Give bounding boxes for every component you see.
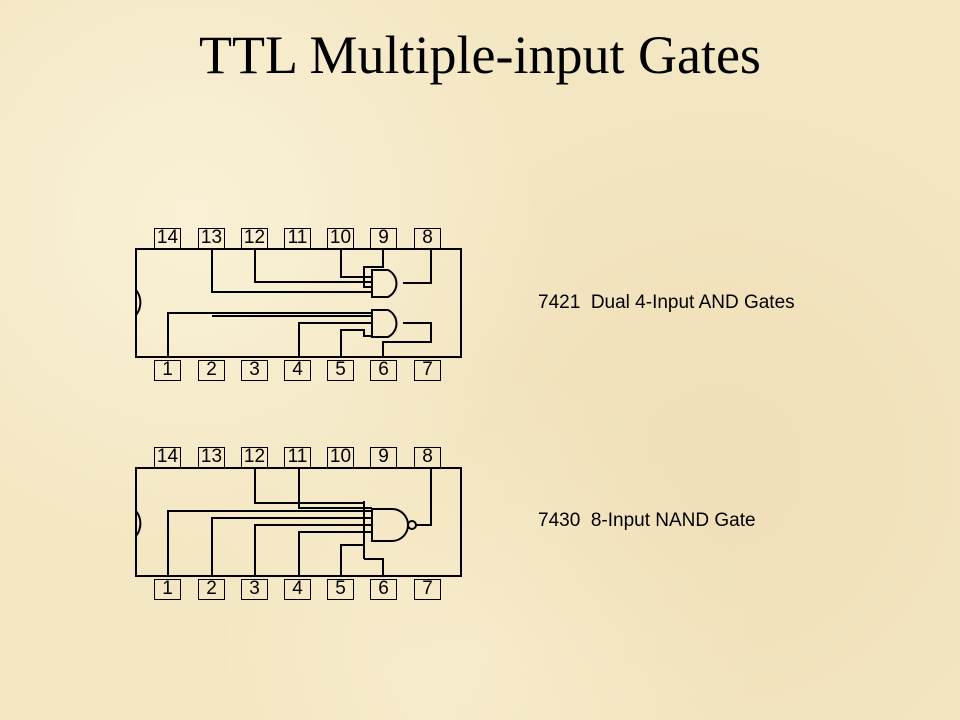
pin-9: 9 — [370, 447, 397, 468]
pin-3: 3 — [241, 579, 268, 600]
pin-4: 4 — [284, 360, 311, 381]
pin-8: 8 — [414, 228, 441, 249]
pin-11: 11 — [284, 228, 311, 249]
pin-5: 5 — [327, 360, 354, 381]
pin-1: 1 — [154, 579, 181, 600]
pin-13: 13 — [198, 447, 225, 468]
pin-7: 7 — [414, 360, 441, 381]
pin-2: 2 — [198, 360, 225, 381]
pin-7: 7 — [414, 579, 441, 600]
pin-14: 14 — [154, 228, 181, 249]
pin-12: 12 — [241, 228, 268, 249]
pin-6: 6 — [370, 360, 397, 381]
pin-12: 12 — [241, 447, 268, 468]
pin-6: 6 — [370, 579, 397, 600]
nand-bubble — [407, 520, 417, 530]
and-gate-lower — [371, 309, 398, 338]
pin-4: 4 — [284, 579, 311, 600]
slide-title: TTL Multiple-input Gates — [199, 25, 761, 85]
pin-14: 14 — [154, 447, 181, 468]
pin-9: 9 — [370, 228, 397, 249]
and-gate-upper — [371, 269, 398, 298]
pin-13: 13 — [198, 228, 225, 249]
pin-10: 10 — [327, 447, 354, 468]
chip-7430-label: 7430 8-Input NAND Gate — [538, 510, 756, 531]
ic-7421-diagram: 14 13 12 11 10 9 8 1 2 3 4 5 6 7 — [126, 222, 466, 387]
pin-10: 10 — [327, 228, 354, 249]
pin-8: 8 — [414, 447, 441, 468]
pin-1: 1 — [154, 360, 181, 381]
nand-gate — [371, 508, 409, 542]
ic-7430-diagram: 14 13 12 11 10 9 8 1 2 3 4 5 6 7 — [126, 441, 466, 606]
chip-7421-label: 7421 Dual 4-Input AND Gates — [538, 292, 795, 313]
pin-5: 5 — [327, 579, 354, 600]
ic-7430-schematic — [135, 467, 462, 577]
pin-11: 11 — [284, 447, 311, 468]
pin-2: 2 — [198, 579, 225, 600]
chip-notch — [135, 510, 142, 537]
chip-notch — [135, 289, 142, 316]
pin-3: 3 — [241, 360, 268, 381]
ic-7421-schematic — [135, 248, 462, 358]
